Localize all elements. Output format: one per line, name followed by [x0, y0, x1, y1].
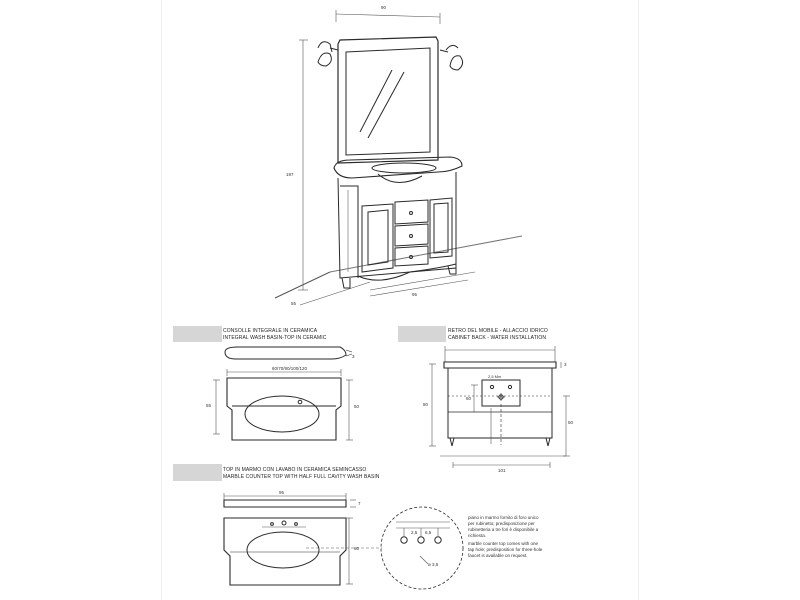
detail-dimension-spacing-a: 6,5 [425, 530, 432, 535]
page-frame-right-line [638, 0, 639, 600]
section-integral-title-en: INTEGRAL WASH BASIN-TOP IN CERAMIC [223, 335, 327, 341]
section-band-marble [173, 464, 222, 481]
marble-note-english: marble counter top comes with one tap ho… [468, 541, 543, 558]
vanity-perspective-drawing [0, 0, 800, 320]
detail-dimension-diameter: ø 3,5 [428, 562, 439, 567]
dimension-depth: 55 [291, 301, 297, 306]
dimension-width-base: 95 [412, 292, 418, 297]
marble-dimension-thickness: 7 [358, 501, 361, 506]
integral-dimension-side-depth: 55 [206, 403, 212, 408]
section-marble-title-it: TOP IN MARMO CON LAVABO IN CERAMICA SEMI… [223, 467, 367, 473]
section-band-integral [173, 326, 222, 342]
marble-dimension-depth: 60 [354, 546, 360, 551]
back-dimension-hole: 2,5 Mm [488, 374, 502, 379]
section-integral-title-it: CONSOLLE INTEGRALE IN CERAMICA [223, 328, 318, 334]
back-dimension-inner-b: 50 [568, 420, 574, 425]
dimension-height-total: 197 [286, 172, 294, 177]
back-dimension-height: 80 [423, 402, 429, 407]
back-dimension-width: 101 [498, 468, 506, 473]
marble-note-italian: piano in marmo fornito di foro unico per… [468, 515, 539, 538]
page-frame-left-line [161, 0, 162, 600]
section-back-title-en: CABINET BACK - WATER INSTALLATION [448, 335, 547, 341]
integral-dimension-profile: 3 [352, 354, 355, 359]
detail-dimension-spacing-b: 2,5 [411, 530, 418, 535]
back-dimension-inner-a: 60 [466, 396, 472, 401]
section-band-back [398, 326, 446, 342]
marble-dimension-width: 95 [279, 490, 285, 495]
integral-dimension-height: 50 [354, 404, 360, 409]
section-marble-title-en: MARBLE COUNTER TOP WITH HALF FULL CAVITY… [223, 474, 380, 480]
dimension-width-top: 90 [381, 5, 387, 10]
section-back-title-it: RETRO DEL MOBILE - ALLACCIO IDRICO [448, 328, 548, 334]
back-dimension-top-thickness: 3 [564, 362, 567, 367]
integral-dimension-top-width: 60/70/90/100/120 [272, 366, 308, 371]
